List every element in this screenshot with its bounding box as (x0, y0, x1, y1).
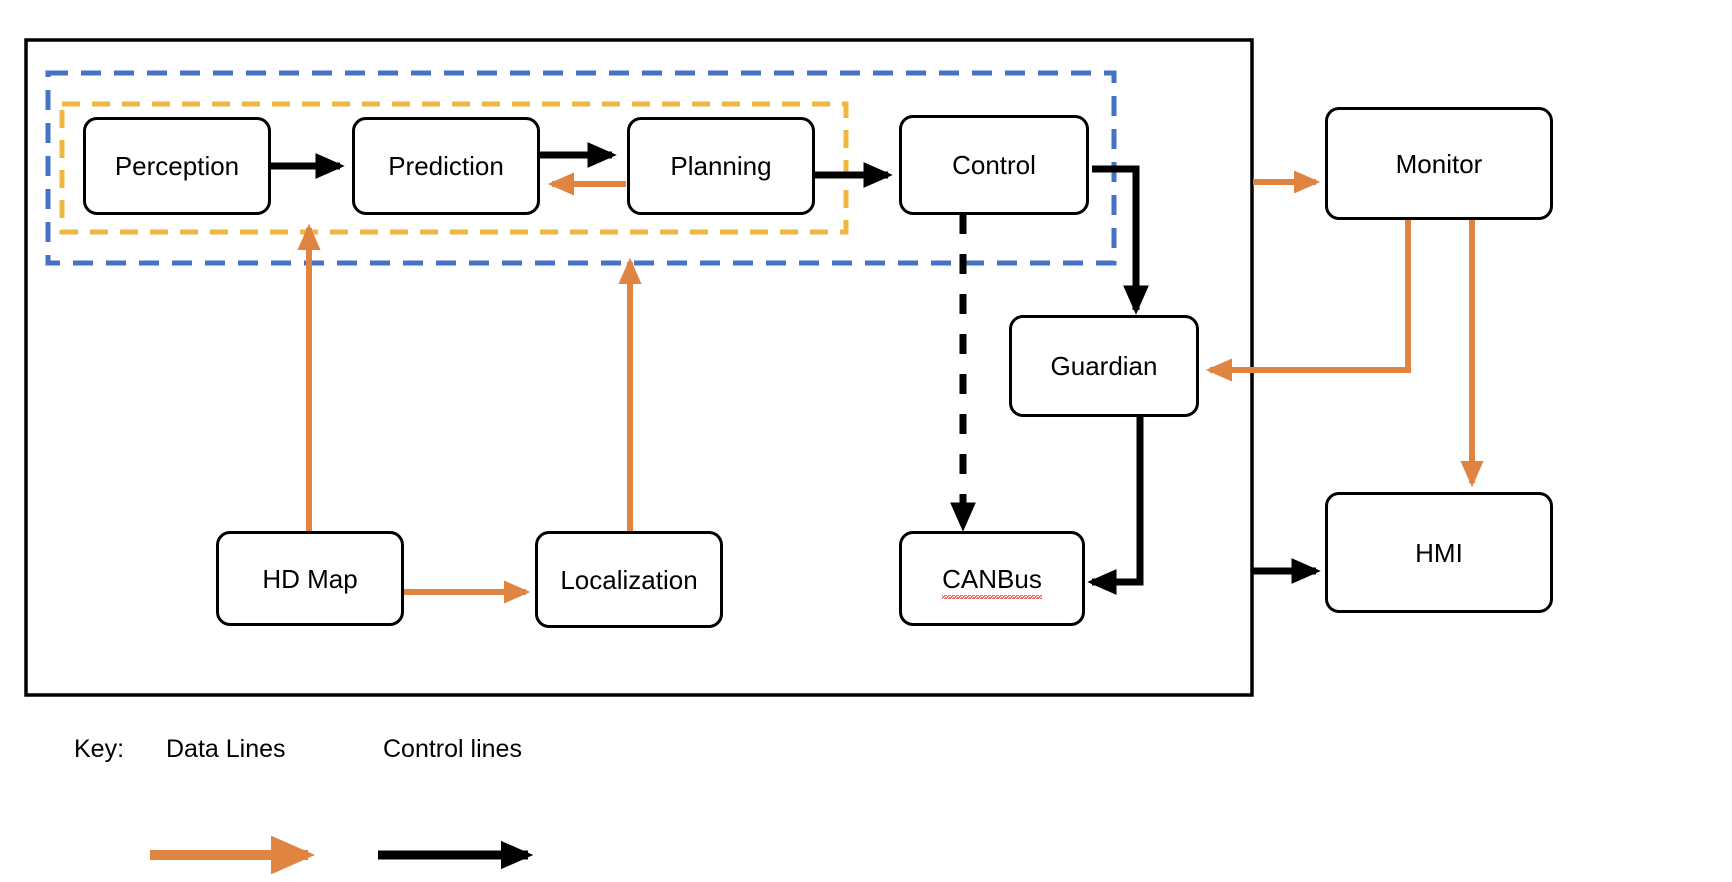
node-canbus[interactable]: CANBus (899, 531, 1085, 626)
node-label-hmi: HMI (1415, 537, 1463, 568)
node-label-control: Control (952, 150, 1036, 180)
node-control[interactable]: Control (899, 115, 1089, 215)
node-label-guardian: Guardian (1050, 351, 1158, 381)
key-entry-control-lines: Control lines (383, 735, 522, 763)
edge-guardian-canbus (1087, 417, 1144, 595)
node-hmi[interactable]: HMI (1325, 492, 1553, 613)
node-monitor[interactable]: Monitor (1325, 107, 1553, 220)
node-prediction[interactable]: Prediction (352, 117, 540, 215)
node-label-prediction: Prediction (388, 151, 504, 181)
key-label: Key: (74, 735, 125, 763)
node-hd-map[interactable]: HD Map (216, 531, 404, 626)
node-label-planning: Planning (670, 151, 772, 181)
edge-control-guardian (1092, 165, 1149, 315)
node-label-canbus: CANBus (942, 563, 1042, 599)
edge-monitor-guardian (1205, 220, 1411, 382)
node-perception[interactable]: Perception (83, 117, 271, 215)
node-label-localization: Localization (560, 564, 698, 595)
node-guardian[interactable]: Guardian (1009, 315, 1199, 417)
node-label-perception: Perception (114, 151, 240, 181)
node-localization[interactable]: Localization (535, 531, 723, 628)
node-label-hd-map: HD Map (262, 563, 358, 594)
node-label-monitor: Monitor (1395, 148, 1483, 179)
node-planning[interactable]: Planning (627, 117, 815, 215)
key-entry-data-lines: Data Lines (166, 735, 286, 763)
